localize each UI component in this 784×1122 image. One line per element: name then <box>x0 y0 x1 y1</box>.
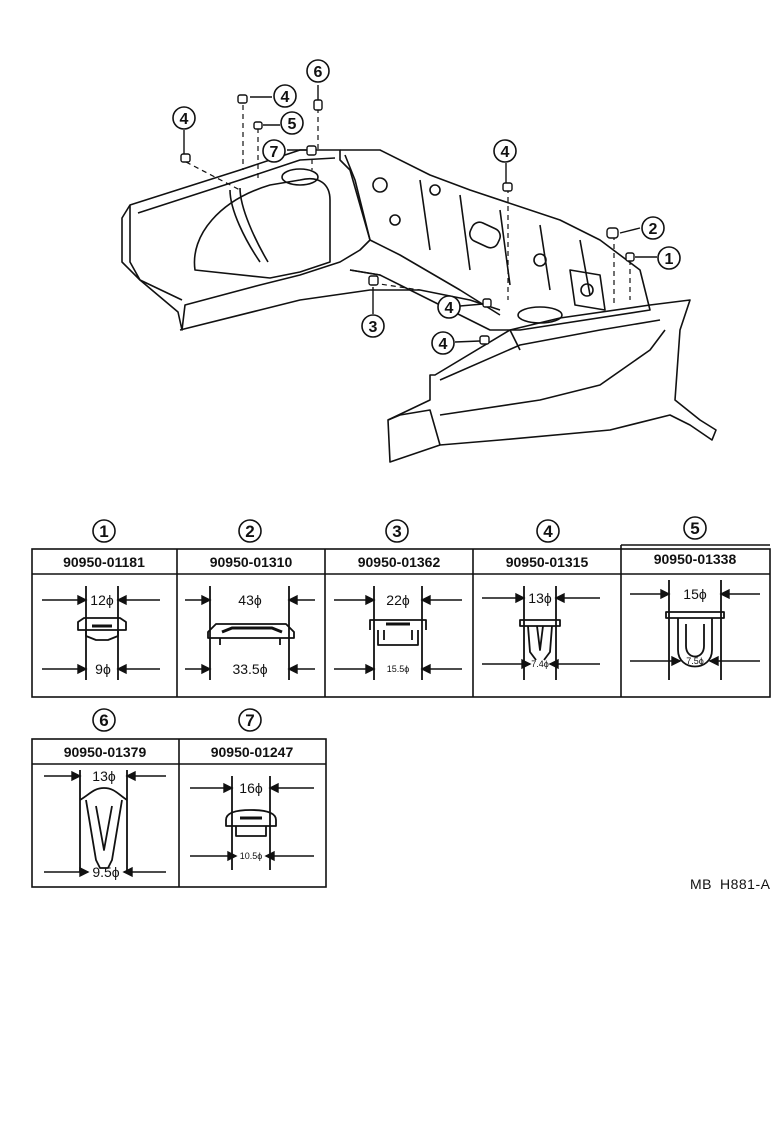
callout-5 <box>280 111 304 135</box>
clip-glyph <box>368 275 379 286</box>
clip-profile-6 <box>79 770 128 872</box>
dim-top-1: 12ϕ <box>90 592 114 608</box>
clip-glyph <box>625 252 635 262</box>
dim-bottom-6: 9.5ϕ <box>92 864 119 880</box>
callout-4-d <box>437 295 461 319</box>
dim-bottom-4: 7.4ϕ <box>531 659 549 669</box>
dim-top-7: 16ϕ <box>239 780 263 796</box>
callout-5-label: 5 <box>288 116 297 133</box>
callout-4b-label: 4 <box>281 89 290 106</box>
drawing-reference-code: MB H881-A <box>690 876 778 892</box>
dim-top-6: 13ϕ <box>92 768 116 784</box>
part-index-7: 7 <box>245 711 254 730</box>
rear-floor-outline <box>121 149 371 331</box>
reference-prefix: MB <box>690 876 712 892</box>
callout-1 <box>657 246 681 270</box>
dim-top-2: 43ϕ <box>238 592 262 608</box>
part-index-4: 4 <box>543 522 553 541</box>
floor-pan-illustration: 4 4 5 6 7 4 2 1 3 4 4 <box>121 59 717 463</box>
clip-spec-table: 1 2 3 4 5 6 7 90950-01181 90950-01310 90… <box>31 516 771 888</box>
callout-4-c <box>493 139 517 163</box>
callout-2-label: 2 <box>649 221 658 238</box>
clip-glyph <box>253 121 263 130</box>
clip-glyph <box>237 94 248 104</box>
callout-7 <box>262 139 286 163</box>
clip-profile-1 <box>77 586 127 680</box>
part-index-2: 2 <box>245 522 254 541</box>
clip-glyph <box>502 182 513 192</box>
dim-top-4: 13ϕ <box>528 590 552 606</box>
dim-bottom-1: 9ϕ <box>95 661 111 677</box>
part-number-2: 90950-01310 <box>210 554 293 570</box>
clip-glyph <box>606 227 619 239</box>
callout-3-label: 3 <box>369 319 378 336</box>
part-index-6: 6 <box>99 711 108 730</box>
dim-bottom-5: 7.5ϕ <box>686 656 704 666</box>
dim-bottom-3: 15.5ϕ <box>387 664 410 674</box>
part-number-4: 90950-01315 <box>506 554 589 570</box>
callout-7-label: 7 <box>270 144 279 161</box>
clip-glyph <box>313 99 323 111</box>
part-index-5: 5 <box>690 519 699 538</box>
spare-well-hole <box>281 168 319 186</box>
dim-top-5: 15ϕ <box>683 586 707 602</box>
clip-profile-2 <box>207 586 295 680</box>
part-number-7: 90950-01247 <box>211 744 294 760</box>
callout-2 <box>641 216 665 240</box>
callout-4c-label: 4 <box>501 144 510 161</box>
clip-profile-7 <box>225 776 277 870</box>
reference-code: H881-A <box>720 876 771 892</box>
callout-6-label: 6 <box>314 64 323 81</box>
callout-1-label: 1 <box>665 251 674 268</box>
part-index-3: 3 <box>392 522 401 541</box>
part-number-1: 90950-01181 <box>63 554 145 570</box>
clip-glyph <box>479 335 490 345</box>
callout-4a-label: 4 <box>180 111 189 128</box>
callout-6 <box>306 59 330 83</box>
dim-bottom-2: 33.5ϕ <box>232 661 267 677</box>
dim-top-3: 22ϕ <box>386 592 410 608</box>
callout-4-a <box>172 106 196 130</box>
callout-4-b <box>273 84 297 108</box>
part-number-6: 90950-01379 <box>64 744 147 760</box>
callout-4-e <box>431 331 455 355</box>
spare-tire-well <box>193 178 331 279</box>
clip-glyph <box>306 145 317 156</box>
callout-4e-label: 4 <box>439 336 448 353</box>
dim-bottom-7: 10.5ϕ <box>240 851 263 861</box>
part-number-3: 90950-01362 <box>358 554 441 570</box>
front-floor-outline <box>387 299 717 463</box>
clip-glyph <box>482 298 492 308</box>
callout-4d-label: 4 <box>445 300 454 317</box>
part-number-5: 90950-01338 <box>654 551 737 567</box>
clip-profile-5 <box>665 580 725 680</box>
callout-3 <box>361 314 385 338</box>
part-index-1: 1 <box>99 522 108 541</box>
clip-glyph <box>180 153 191 163</box>
center-floor-outline <box>340 149 651 331</box>
clip-profile-3 <box>369 586 427 680</box>
